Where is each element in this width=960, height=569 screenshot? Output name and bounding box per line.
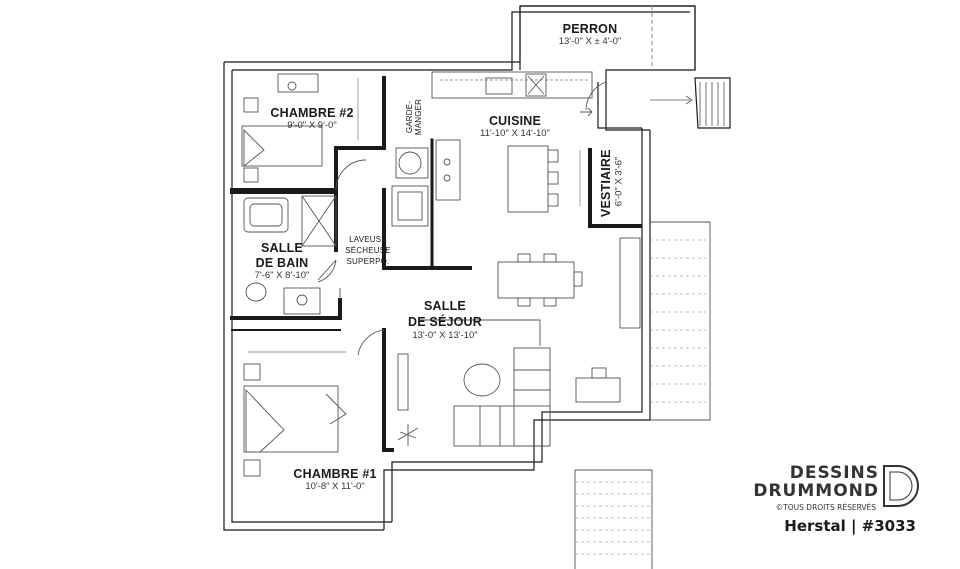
door-swing [317, 259, 337, 283]
room-name-salle-de-bain-1: SALLE [261, 241, 303, 255]
dining-table [497, 261, 575, 299]
bed-chambre2 [241, 125, 323, 167]
room-name-chambre1: CHAMBRE #1 [293, 467, 377, 481]
garde-manger-line1: GARDE- [405, 100, 414, 134]
bed-chambre1 [243, 385, 339, 453]
room-name-perron: PERRON [562, 22, 618, 36]
laveuse-line2: SÉCHEUSE [345, 246, 391, 255]
kitchen-island [507, 145, 549, 213]
room-dims-salle-de-bain: 7'-6" X 8'-10" [254, 270, 310, 281]
d-logo-icon [883, 465, 919, 507]
room-name-cuisine: CUISINE [488, 114, 542, 128]
room-dims-perron: 13'-0" X ± 4'-0" [558, 36, 622, 47]
brand-rights: ©TOUS DROITS RÉSERVÉS [775, 503, 876, 512]
garde-manger-line2: MANGER [414, 98, 424, 136]
room-dims-chambre2: 9'-0" X 9'-0" [287, 120, 337, 131]
front-stairs [574, 469, 653, 569]
room-dims-chambre1: 10'-8" X 11'-0" [305, 481, 365, 492]
door-swing [357, 329, 385, 356]
exterior-wall [232, 11, 690, 71]
room-name-vestiaire: VESTIAIRE [598, 149, 613, 218]
room-dims-cuisine: 11'-10" X 14'-10" [480, 128, 550, 139]
room-dims-vestiaire: 6'-0" X 3'-6" [613, 156, 625, 207]
brand-line1: DESSINS [789, 463, 879, 483]
exterior-wall [383, 128, 651, 530]
room-name-salle-de-sejour-2: DE SÉJOUR [407, 315, 483, 329]
brand-line2: DRUMMOND [753, 481, 879, 501]
porch-stairs [694, 77, 731, 129]
room-name-chambre2: CHAMBRE #2 [270, 106, 354, 120]
laveuse-line1: LAVEUSE [349, 235, 387, 244]
bathtub [243, 197, 289, 233]
room-name-salle-de-bain-2: DE BAIN [255, 256, 309, 270]
porch-outline [519, 5, 696, 70]
deck-outline [650, 221, 711, 421]
room-name-garde-manger: GARDE- MANGER [405, 87, 435, 147]
laveuse-line3: SUPERPO. [346, 257, 390, 266]
exterior-wall [597, 82, 650, 131]
shower [301, 195, 337, 247]
door-swing [335, 159, 367, 191]
door-swing [585, 81, 607, 111]
sofa [453, 405, 551, 447]
room-name-salle-de-sejour-1: SALLE [424, 299, 466, 313]
room-dims-salle-de-sejour: 13'-0" X 13'-10" [412, 330, 478, 341]
model-name: Herstal | #3033 [784, 517, 916, 535]
